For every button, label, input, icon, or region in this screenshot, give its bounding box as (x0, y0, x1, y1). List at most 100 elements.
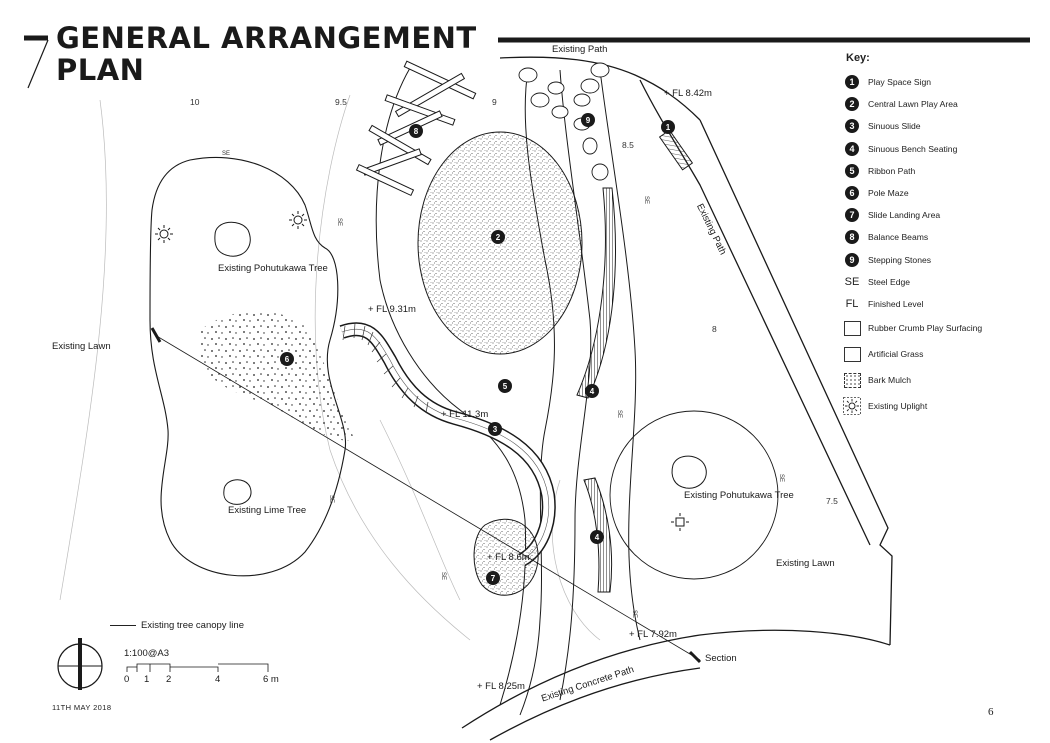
key-item: 9 Stepping Stones (842, 249, 1042, 271)
svg-text:SE: SE (440, 572, 446, 580)
key-item: 2 Central Lawn Play Area (842, 93, 1042, 115)
key-marker: 9 (845, 252, 859, 267)
contour-label-9-5: 9.5 (335, 97, 347, 107)
key-item: 5 Ribbon Path (842, 160, 1042, 182)
key-label: Sinuous Bench Seating (868, 143, 958, 154)
key-abbreviation: SE Steel Edge (842, 271, 1042, 293)
label-existing-lawn-right: Existing Lawn (776, 558, 835, 569)
contour-label-7-5: 7.5 (826, 496, 838, 506)
key-heading: Key: (846, 52, 870, 64)
key-item: 3 Sinuous Slide (842, 115, 1042, 137)
play-space-sign (658, 129, 694, 171)
key-label: Sinuous Slide (868, 121, 921, 132)
scale-label: 1:100@A3 (124, 648, 170, 659)
rubber-crumb-swatch (843, 320, 861, 336)
key-label: Pole Maze (868, 188, 909, 199)
label-fl-825: + FL 8.25m (477, 681, 525, 692)
bark-mulch-swatch (843, 372, 861, 388)
sinuous-slide (339, 322, 556, 567)
svg-text:6: 6 (285, 355, 290, 364)
key-panel: Key: 1 Play Space Sign 2 Central Lawn Play… (842, 52, 1042, 419)
balance-beams (355, 60, 477, 197)
footer-date: 11TH MAY 2018 (52, 703, 112, 712)
scale-tick: 0 (124, 674, 130, 685)
key-item: 1 Play Space Sign (842, 71, 1042, 93)
svg-text:2: 2 (496, 233, 501, 242)
canopy-line-legend: Existing tree canopy line (110, 620, 244, 631)
key-marker: 1 (845, 75, 859, 90)
section-line (150, 327, 702, 664)
label-lime-tree: Existing Lime Tree (228, 505, 307, 516)
scale-tick: 1 (144, 674, 150, 685)
label-fl-842: + FL 8.42m (664, 88, 712, 99)
svg-text:7: 7 (491, 574, 496, 583)
key-label: Bark Mulch (868, 375, 911, 386)
key-material: Bark Mulch (842, 367, 1042, 393)
label-pohutukawa-left: Existing Pohutukawa Tree (218, 263, 328, 274)
key-label: Central Lawn Play Area (868, 99, 958, 110)
key-marker: 2 (845, 97, 859, 112)
key-label: Stepping Stones (868, 254, 932, 265)
key-marker: 8 (845, 230, 859, 245)
page-title: GENERAL ARRANGEMENT PLAN (56, 22, 477, 86)
label-fl-792: + FL 7.92m (629, 629, 677, 640)
pole-maze-area (200, 311, 355, 441)
key-label: Artificial Grass (868, 349, 924, 360)
label-section: Section (705, 653, 737, 664)
svg-text:SE: SE (616, 410, 622, 418)
key-material: Existing Uplight (842, 393, 1042, 419)
key-abbr-marker: SE (844, 275, 860, 288)
page-number: 6 (988, 706, 994, 718)
canopy-line-label: Existing tree canopy line (141, 620, 244, 631)
key-marker: 4 (845, 141, 859, 156)
scale-tick: 4 (215, 674, 221, 685)
key-item: 4 Sinuous Bench Seating (842, 138, 1042, 160)
north-arrow (57, 638, 103, 690)
label-pohutukawa-right: Existing Pohutukawa Tree (684, 490, 794, 501)
uplight-icon (843, 397, 861, 415)
scale-bar (126, 663, 269, 672)
steel-edge-tags: SE SE SE SE SE SE SE SE (222, 151, 784, 618)
bench-seating-upper (576, 187, 616, 399)
key-label: Steel Edge (868, 276, 911, 287)
svg-text:SE: SE (631, 610, 637, 618)
scale-tick: 6 m (263, 674, 279, 685)
svg-text:5: 5 (503, 382, 508, 391)
key-abbreviation: FL Finished Level (842, 293, 1042, 315)
existing-tree-trunks (214, 221, 779, 580)
svg-text:SE: SE (336, 218, 342, 226)
title-ornament (24, 35, 1030, 89)
key-marker: 5 (845, 163, 859, 178)
scale-ticks: 0 1 2 4 6 m (124, 674, 294, 688)
svg-text:SE: SE (328, 495, 334, 503)
title-line-1: GENERAL ARRANGEMENT (56, 21, 477, 55)
contour-label-9: 9 (492, 97, 497, 107)
key-label: Balance Beams (868, 232, 929, 243)
contour-label-8-5: 8.5 (622, 140, 634, 150)
svg-text:4: 4 (595, 533, 600, 542)
key-marker: 3 (845, 119, 859, 134)
key-label: Play Space Sign (868, 77, 932, 88)
svg-text:3: 3 (493, 425, 498, 434)
label-fl-86: + FL 8.6m (487, 552, 530, 563)
artificial-grass-swatch (843, 346, 861, 362)
uplight-icons (155, 211, 689, 531)
scale-tick: 2 (166, 674, 172, 685)
key-marker: 7 (845, 208, 859, 223)
svg-text:9: 9 (586, 116, 591, 125)
key-label: Ribbon Path (868, 165, 916, 176)
svg-text:4: 4 (590, 387, 595, 396)
key-label: Finished Level (868, 298, 924, 309)
svg-text:1: 1 (666, 123, 671, 132)
label-fl-113: + FL 11.3m (441, 409, 489, 420)
left-play-area-outline (149, 156, 347, 577)
svg-text:SE: SE (643, 196, 649, 204)
contour-label-8: 8 (712, 324, 717, 334)
key-abbr-marker: FL (845, 297, 859, 310)
key-material: Artificial Grass (842, 341, 1042, 367)
label-existing-path-top: Existing Path (552, 44, 608, 55)
title-line-2: PLAN (56, 53, 145, 87)
